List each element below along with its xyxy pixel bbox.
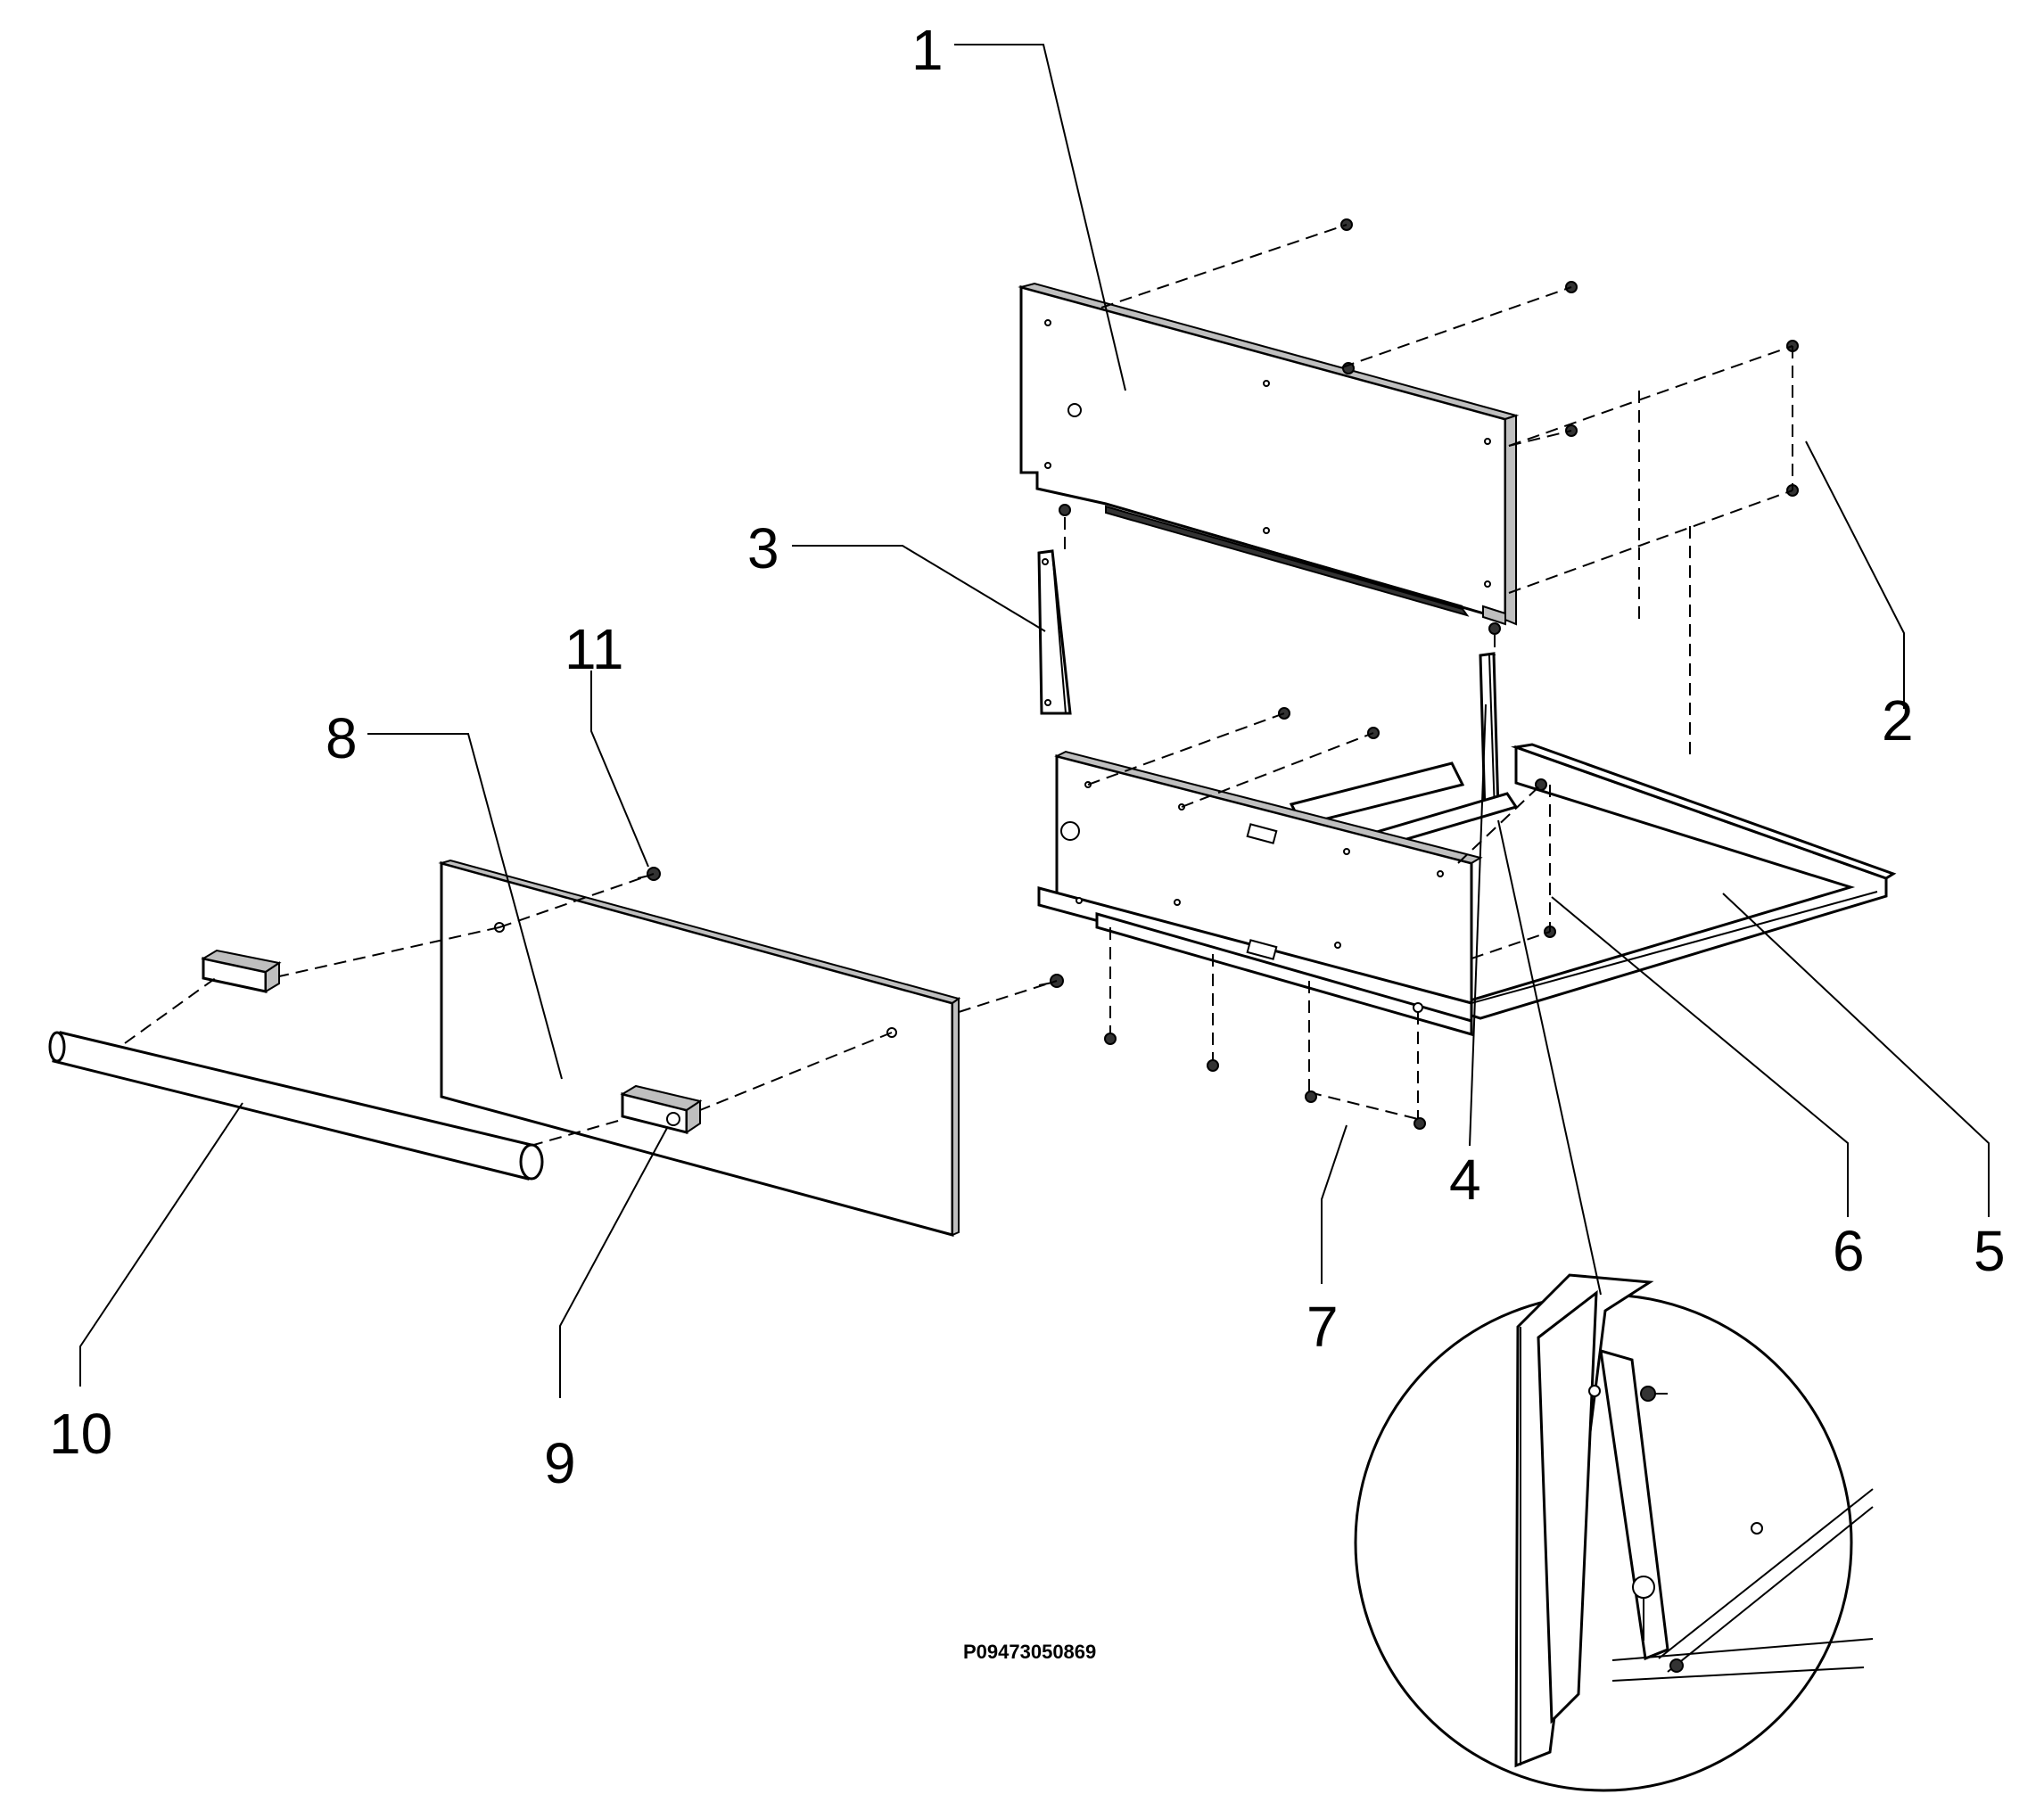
part-8-front-panel [438,859,961,1237]
drawing-id: P09473050869 [963,1641,1096,1663]
callout-7: 7 [1306,1295,1339,1359]
callout-9: 9 [544,1431,576,1495]
part-10-handle-rod [48,1031,544,1181]
part-1-upper-panel [1018,282,1520,626]
part-9-handle-mounts [124,926,893,1147]
callout-6: 6 [1833,1219,1865,1283]
callout-4: 4 [1449,1148,1481,1212]
callout-10: 10 [49,1402,112,1466]
part-7-lower-front-panel [1037,750,1483,1036]
leader-lines [79,44,1990,1398]
callout-3: 3 [747,516,779,580]
part-2-screws [1100,218,1799,756]
callout-2: 2 [1882,688,1914,753]
callout-labels: 1 2 3 4 5 6 7 8 9 10 11 [49,18,2006,1495]
callout-5: 5 [1974,1219,2006,1283]
callout-8: 8 [326,706,358,770]
part-11-screws [499,867,1064,1013]
callout-1: 1 [911,18,944,82]
detail-view-circle [1354,1273,1874,1792]
part-6-screws [1087,707,1556,959]
callout-11: 11 [565,617,623,681]
part-3-left-bracket [1037,504,1072,715]
part-7-feet-screws [1104,927,1426,1130]
